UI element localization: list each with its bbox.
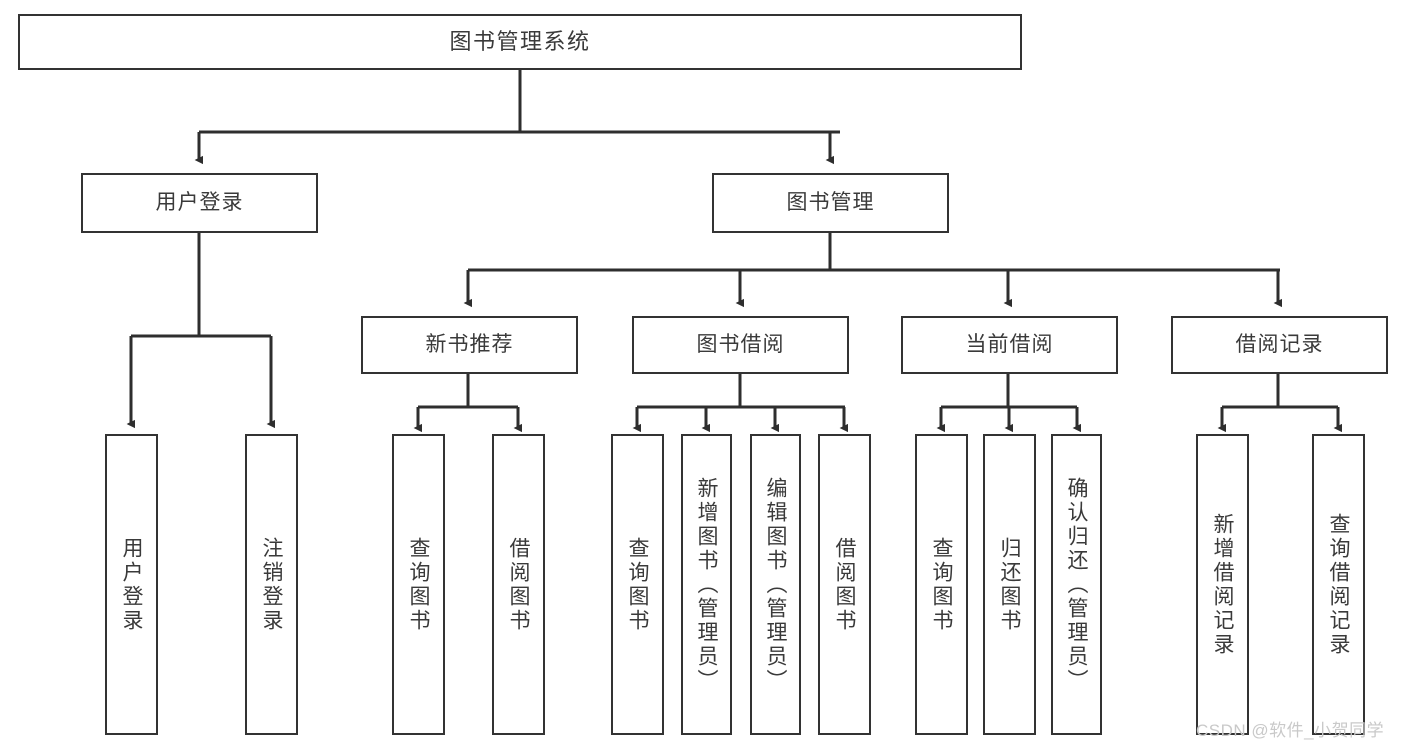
- node-leaf-user-login-label: 用户登录: [120, 536, 143, 633]
- node-leaf-query-book-3-label: 查询图书: [930, 536, 953, 633]
- node-leaf-user-login[interactable]: 用户登录: [105, 434, 158, 735]
- node-leaf-return-book[interactable]: 归还图书: [983, 434, 1036, 735]
- node-borrow-record[interactable]: 借阅记录: [1171, 316, 1388, 374]
- node-current-borrow-label: 当前借阅: [965, 332, 1054, 356]
- node-leaf-query-record-label: 查询借阅记录: [1327, 512, 1350, 657]
- node-leaf-borrow-book-1-label: 借阅图书: [507, 536, 530, 633]
- node-leaf-add-record[interactable]: 新增借阅记录: [1196, 434, 1249, 735]
- node-leaf-query-book-2[interactable]: 查询图书: [611, 434, 664, 735]
- node-book-borrow-label: 图书借阅: [696, 332, 785, 356]
- node-new-book-recommend[interactable]: 新书推荐: [361, 316, 578, 374]
- node-leaf-add-book[interactable]: 新增图书（管理员）: [681, 434, 732, 735]
- node-leaf-edit-book[interactable]: 编辑图书（管理员）: [750, 434, 801, 735]
- csdn-watermark: CSDN @软件_小贺同学: [1196, 721, 1385, 740]
- node-leaf-add-record-label: 新增借阅记录: [1211, 512, 1234, 657]
- node-root-label: 图书管理系统: [449, 29, 591, 55]
- node-book-manage-label: 图书管理: [786, 190, 875, 214]
- node-leaf-query-book-2-label: 查询图书: [626, 536, 649, 633]
- node-leaf-query-book-1[interactable]: 查询图书: [392, 434, 445, 735]
- node-leaf-logout[interactable]: 注销登录: [245, 434, 298, 735]
- node-leaf-query-book-3[interactable]: 查询图书: [915, 434, 968, 735]
- node-leaf-return-book-label: 归还图书: [998, 536, 1021, 633]
- node-leaf-confirm-return[interactable]: 确认归还（管理员）: [1051, 434, 1102, 735]
- node-leaf-borrow-book-2-label: 借阅图书: [833, 536, 856, 633]
- node-new-book-recommend-label: 新书推荐: [425, 332, 514, 356]
- node-current-borrow[interactable]: 当前借阅: [901, 316, 1118, 374]
- node-user-login[interactable]: 用户登录: [81, 173, 318, 233]
- node-leaf-borrow-book-1[interactable]: 借阅图书: [492, 434, 545, 735]
- node-leaf-query-book-1-label: 查询图书: [407, 536, 430, 633]
- node-borrow-record-label: 借阅记录: [1235, 332, 1324, 356]
- node-leaf-query-record[interactable]: 查询借阅记录: [1312, 434, 1365, 735]
- node-leaf-add-book-label: 新增图书（管理员）: [695, 476, 718, 693]
- node-user-login-label: 用户登录: [155, 190, 244, 214]
- node-root[interactable]: 图书管理系统: [18, 14, 1022, 70]
- node-leaf-edit-book-label: 编辑图书（管理员）: [764, 476, 787, 693]
- node-leaf-borrow-book-2[interactable]: 借阅图书: [818, 434, 871, 735]
- node-book-manage[interactable]: 图书管理: [712, 173, 949, 233]
- node-book-borrow[interactable]: 图书借阅: [632, 316, 849, 374]
- node-leaf-logout-label: 注销登录: [260, 536, 283, 633]
- node-leaf-confirm-return-label: 确认归还（管理员）: [1065, 476, 1088, 693]
